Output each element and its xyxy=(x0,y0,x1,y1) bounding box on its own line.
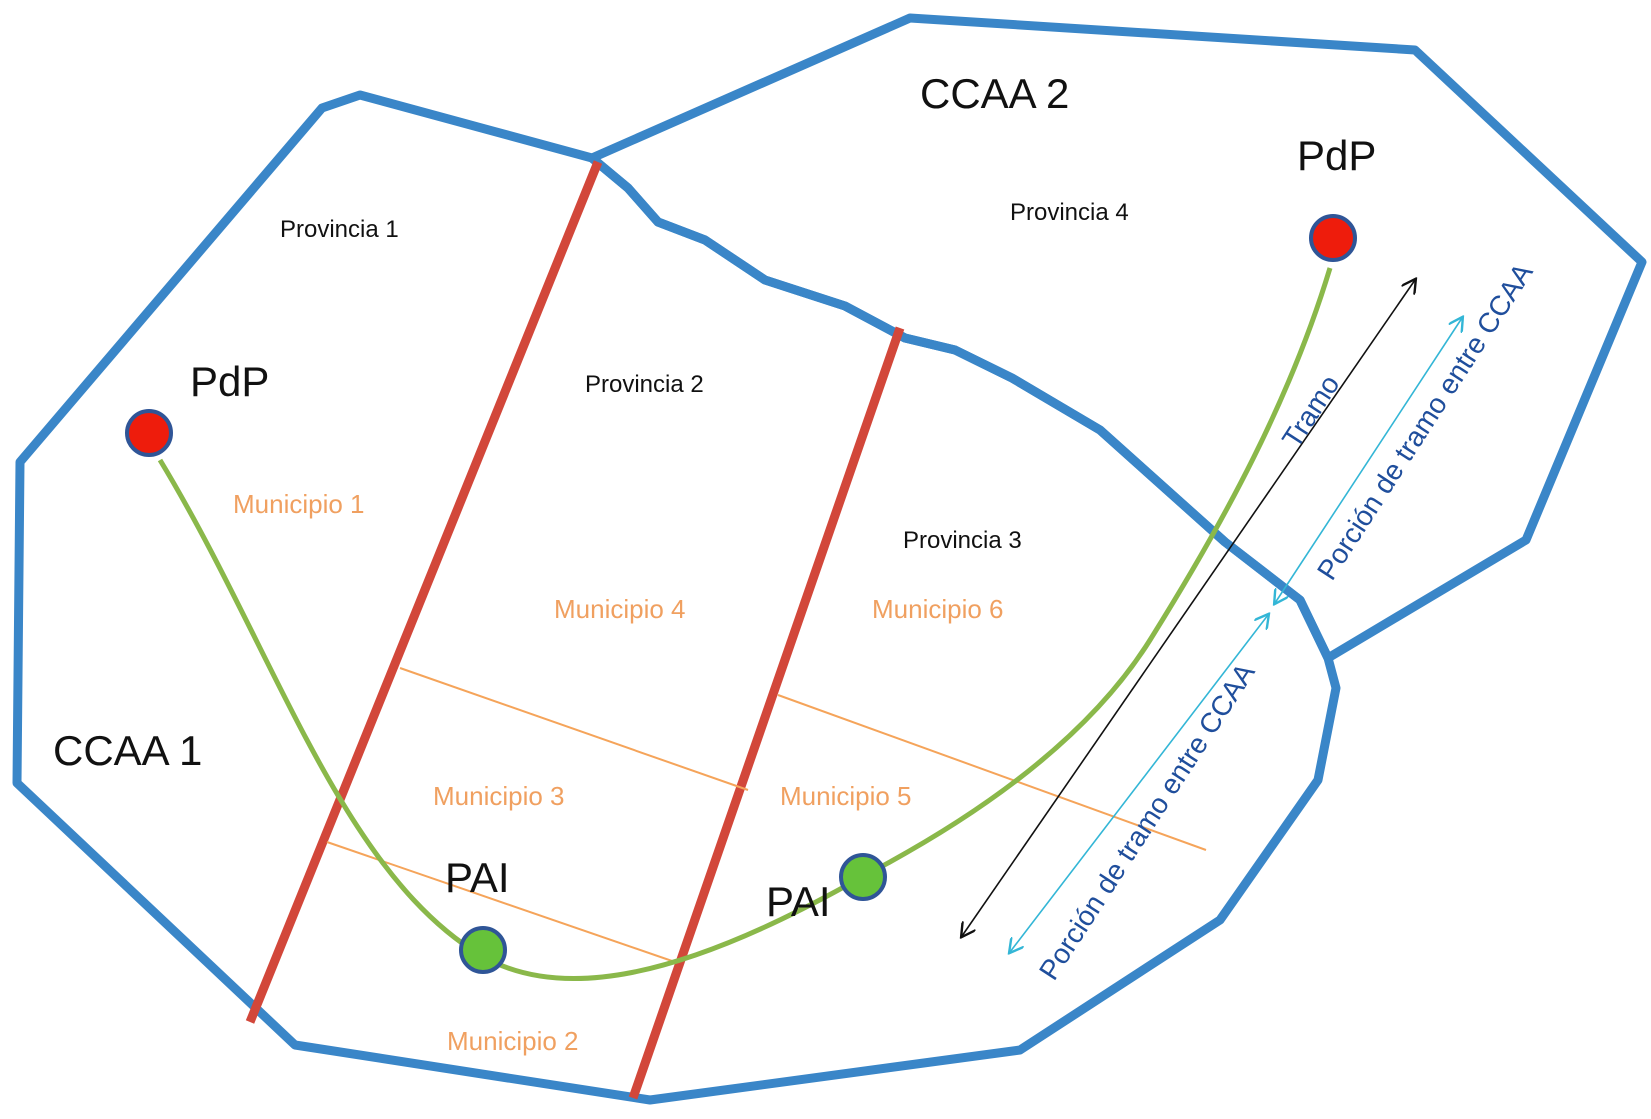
municipality-1-label: Municipio 1 xyxy=(233,489,365,519)
pdp-right-label: PdP xyxy=(1297,132,1376,179)
municipality-6-label: Municipio 6 xyxy=(872,594,1004,624)
pai-right-label: PAI xyxy=(766,878,831,925)
province-boundary-1-2 xyxy=(245,160,603,1024)
pdp-right-marker xyxy=(1309,214,1357,262)
portion-label-upper: Porción de tramo entre CCAA xyxy=(1311,257,1539,585)
province-1-label: Provincia 1 xyxy=(280,216,399,243)
pdp-left-marker xyxy=(125,409,173,457)
municipality-2-label: Municipio 2 xyxy=(447,1026,579,1056)
portion-arrow-upper xyxy=(1275,318,1462,603)
route-line xyxy=(157,267,1333,982)
province-3-label: Provincia 3 xyxy=(903,527,1022,554)
portion-label-lower: Porción de tramo entre CCAA xyxy=(1033,657,1261,985)
province-boundary-2-3 xyxy=(628,326,905,1100)
municipality-4-label: Municipio 4 xyxy=(554,594,686,624)
municipality-5-label: Municipio 5 xyxy=(780,781,912,811)
pai-right-marker xyxy=(839,853,887,901)
ccaa-2-label: CCAA 2 xyxy=(920,70,1069,117)
province-2-label: Provincia 2 xyxy=(585,371,704,398)
pdp-left-label: PdP xyxy=(190,358,269,405)
province-4-label: Provincia 4 xyxy=(1010,199,1129,226)
pai-left-label: PAI xyxy=(445,854,510,901)
municipality-boundary-3-4 xyxy=(399,667,749,791)
portion-arrow-lower xyxy=(1010,615,1268,952)
ccaa-1-label: CCAA 1 xyxy=(53,727,202,774)
tramo-arrow xyxy=(962,280,1415,936)
pai-left-marker xyxy=(459,926,507,974)
municipality-3-label: Municipio 3 xyxy=(433,781,565,811)
